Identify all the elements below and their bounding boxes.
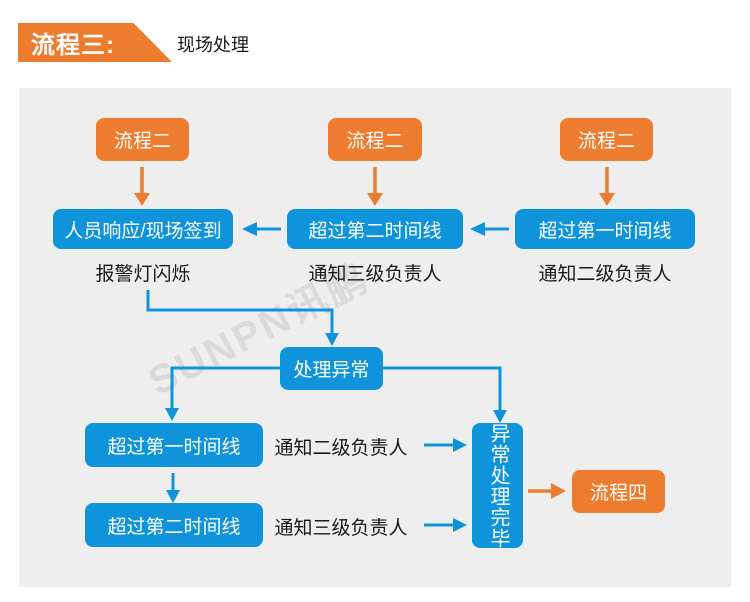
node-process2-3: 流程二 xyxy=(560,118,653,161)
note-notify-level2-lower: 通知二级负责人 xyxy=(274,438,408,459)
header-banner: 流程三: xyxy=(18,23,172,62)
note-alarm-light: 报警灯闪烁 xyxy=(95,264,191,285)
node-process4: 流程四 xyxy=(572,470,665,513)
node-process2-1: 流程二 xyxy=(96,118,189,161)
header-banner-label: 流程三: xyxy=(31,32,115,59)
node-handle-exception: 处理异常 xyxy=(280,347,383,390)
note-notify-level3-top: 通知三级负责人 xyxy=(308,264,442,285)
header-subtitle: 现场处理 xyxy=(177,35,249,55)
node-exceed-second-timeline-top: 超过第二时间线 xyxy=(287,209,463,249)
node-process2-2: 流程二 xyxy=(328,118,422,161)
node-personnel-response: 人员响应/现场签到 xyxy=(53,209,233,249)
note-notify-level2-top: 通知二级负责人 xyxy=(538,264,672,285)
node-exceed-first-timeline-top: 超过第一时间线 xyxy=(515,209,695,249)
note-notify-level3-lower: 通知三级负责人 xyxy=(274,518,408,539)
node-exceed-second-timeline-lower: 超过第二时间线 xyxy=(85,503,263,547)
node-exception-complete: 异常处理完毕 xyxy=(472,423,523,549)
node-exceed-first-timeline-lower: 超过第一时间线 xyxy=(85,423,263,467)
